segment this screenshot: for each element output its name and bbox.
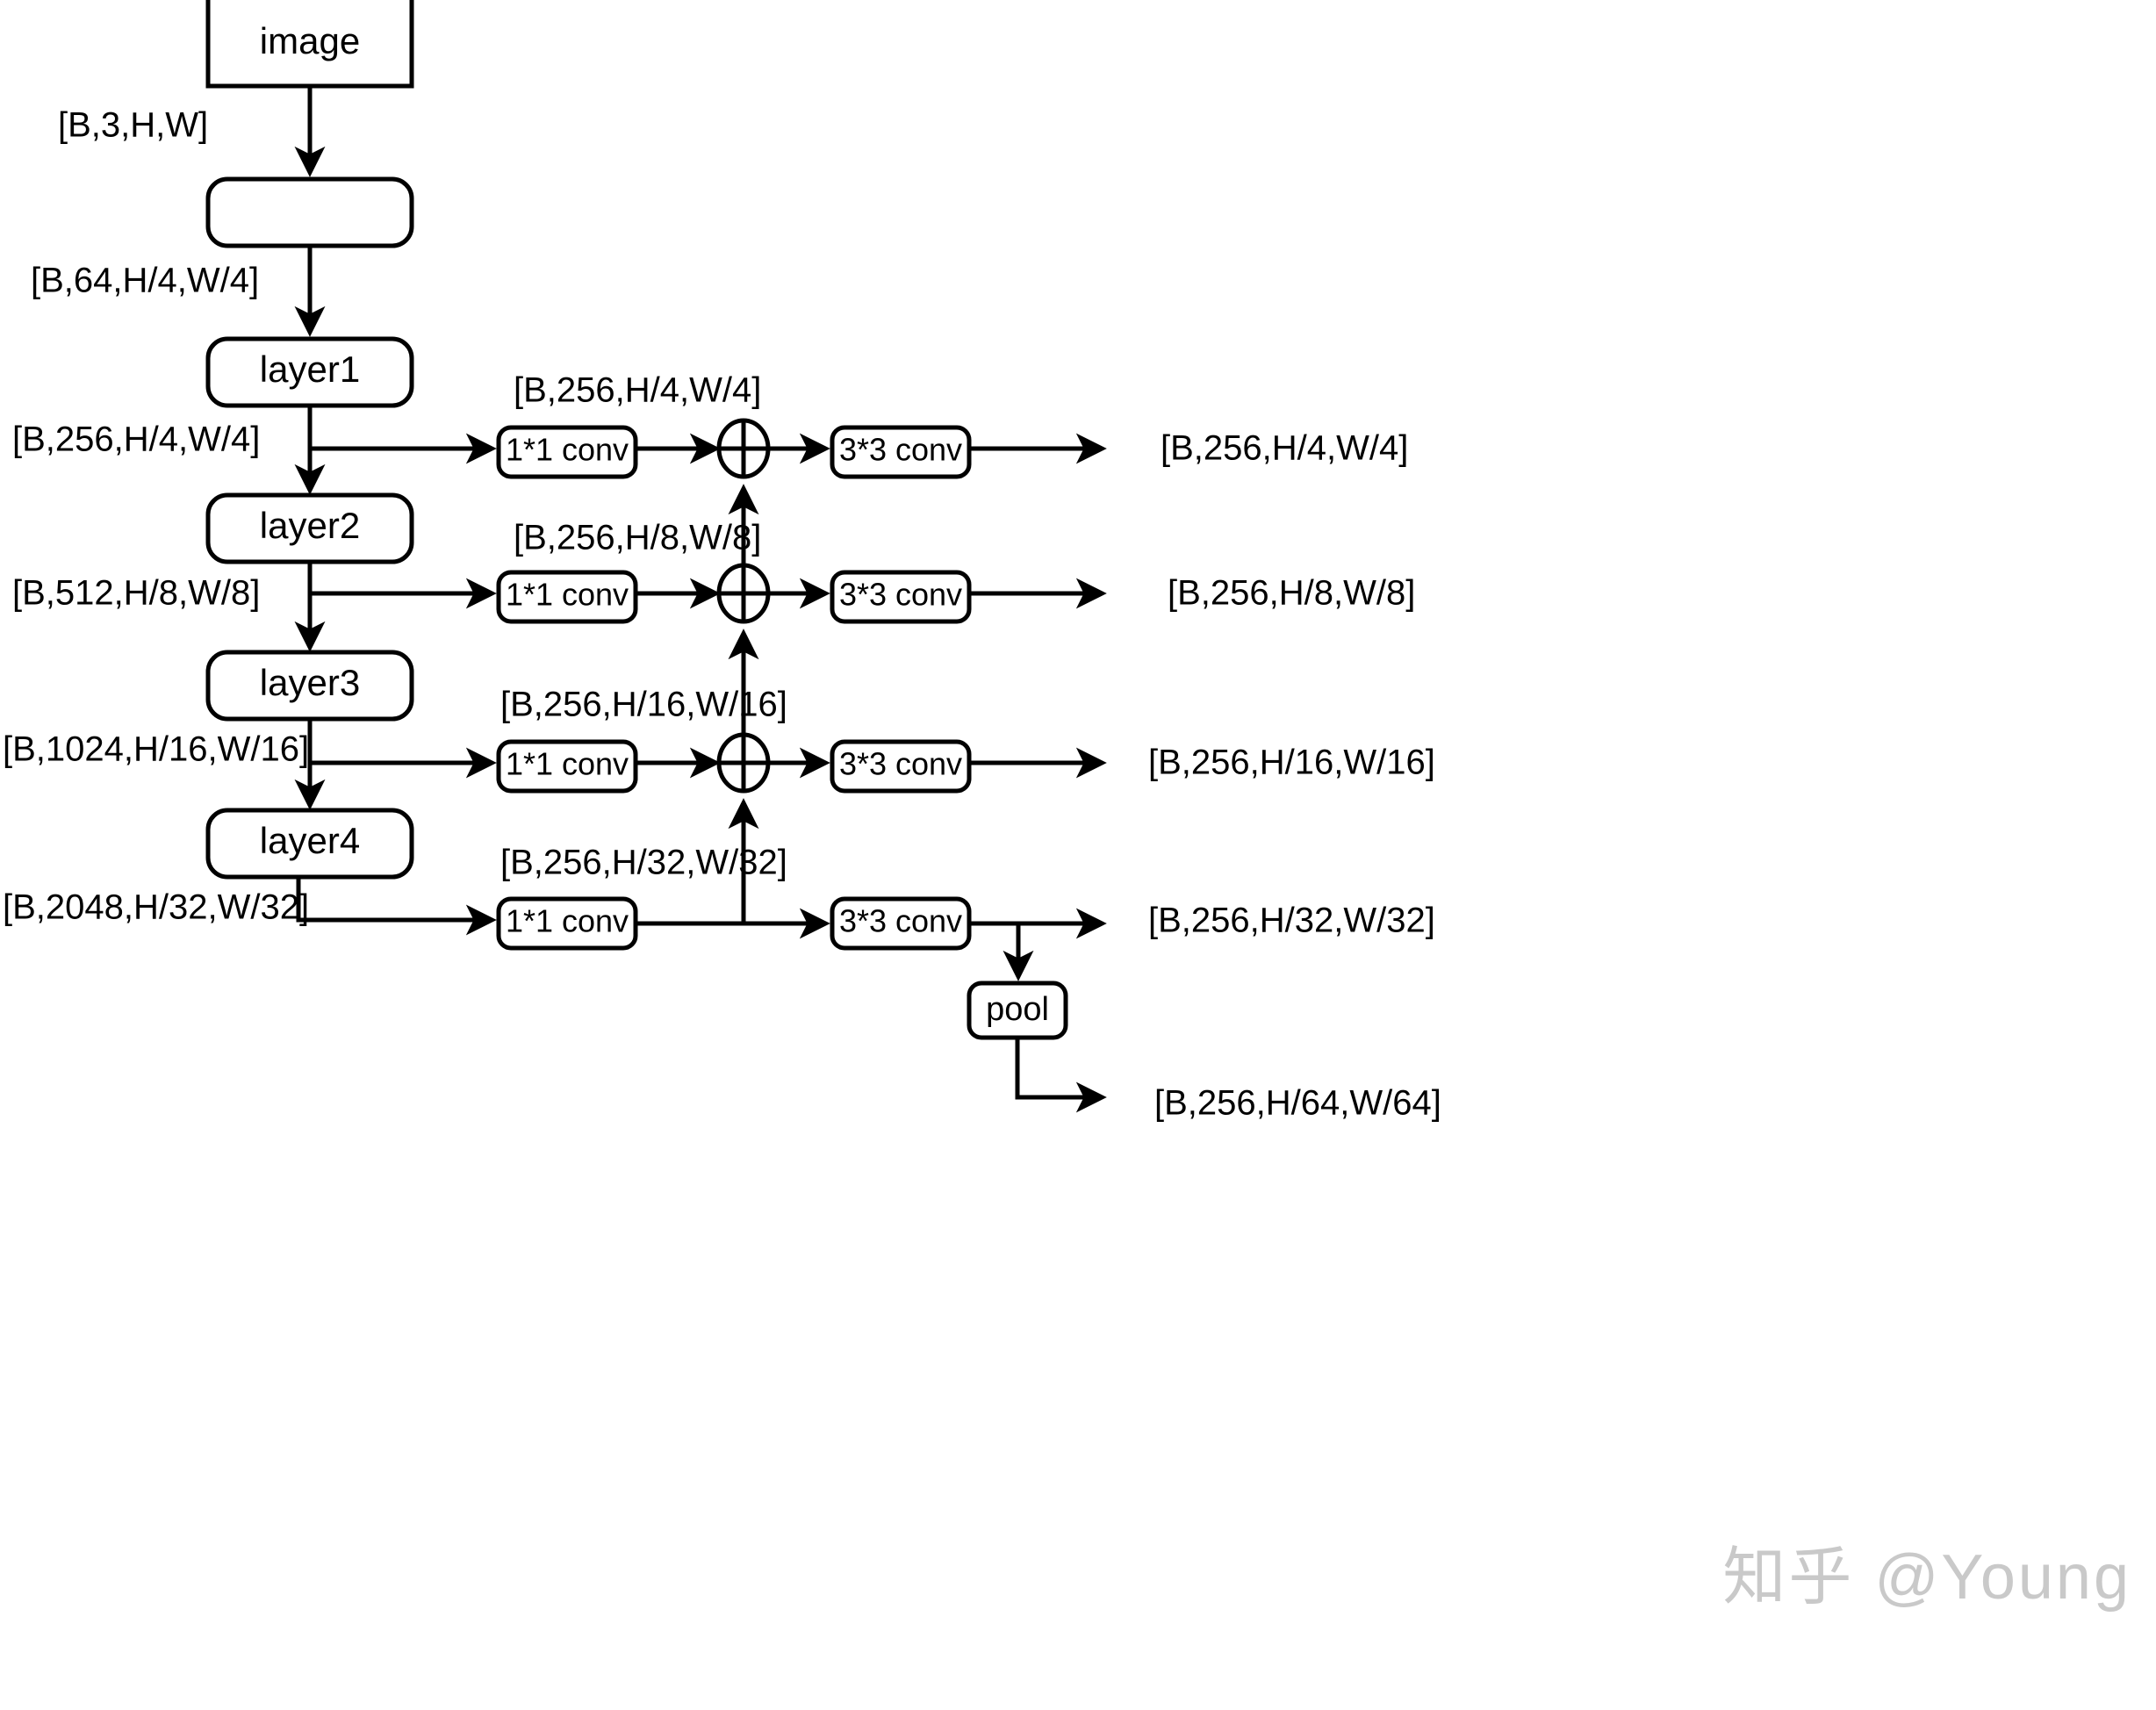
tee-layer4-lateral bbox=[296, 877, 483, 923]
lateral-conv-label-3: 1*1 conv bbox=[506, 746, 629, 782]
output-conv-label-1: 3*3 conv bbox=[839, 432, 962, 468]
node-layer2[interactable]: layer2 bbox=[205, 492, 414, 564]
shape-label-layer4-out: [B,2048,H/32,W/32] bbox=[3, 888, 309, 927]
shape-label-lateral-4: [B,256,H/32,W/32] bbox=[500, 844, 787, 882]
lateral-conv-label-1: 1*1 conv bbox=[506, 432, 629, 468]
edge-pool-to-p6 bbox=[1015, 1038, 1107, 1113]
shape-label-layer2-out: [B,512,H/8,W/8] bbox=[12, 574, 260, 613]
node-layer2-label: layer2 bbox=[260, 505, 360, 546]
merge-op-1[interactable] bbox=[716, 418, 771, 479]
output-conv-label-2: 3*3 conv bbox=[839, 577, 962, 613]
shape-label-output-p4: [B,256,H/16,W/16] bbox=[1148, 744, 1435, 782]
output-conv-box-4[interactable]: 3*3 conv bbox=[830, 896, 972, 951]
node-pool-label: pool bbox=[986, 991, 1049, 1028]
node-layer4[interactable]: layer4 bbox=[205, 808, 414, 880]
shape-label-output-p5: [B,256,H/32,W/32] bbox=[1148, 902, 1435, 940]
node-layer3-label: layer3 bbox=[260, 662, 360, 703]
lateral-conv-label-2: 1*1 conv bbox=[506, 577, 629, 613]
shape-label-lateral-1: [B,256,H/4,W/4] bbox=[514, 371, 761, 410]
lateral-conv-label-4: 1*1 conv bbox=[506, 903, 629, 939]
lateral-conv-box-3[interactable]: 1*1 conv bbox=[496, 739, 638, 794]
node-image[interactable]: image bbox=[205, 0, 414, 89]
output-conv-box-3[interactable]: 3*3 conv bbox=[830, 739, 972, 794]
shape-label-lateral-3: [B,256,H/16,W/16] bbox=[500, 686, 787, 724]
shape-label-stem-out: [B,64,H/4,W/4] bbox=[31, 262, 259, 300]
shape-label-layer1-out: [B,256,H/4,W/4] bbox=[12, 420, 260, 459]
node-stem[interactable] bbox=[205, 176, 414, 248]
output-conv-box-2[interactable]: 3*3 conv bbox=[830, 570, 972, 624]
node-pool[interactable]: pool bbox=[967, 981, 1068, 1040]
node-image-label: image bbox=[260, 20, 360, 61]
merge-op-3[interactable] bbox=[716, 732, 771, 794]
node-layer3[interactable]: layer3 bbox=[205, 650, 414, 722]
output-conv-label-3: 3*3 conv bbox=[839, 746, 962, 782]
node-layer1[interactable]: layer1 bbox=[205, 336, 414, 408]
shape-label-layer3-out: [B,1024,H/16,W/16] bbox=[3, 730, 309, 769]
shape-label-output-p3: [B,256,H/8,W/8] bbox=[1168, 574, 1415, 613]
shape-label-output-p6: [B,256,H/64,W/64] bbox=[1154, 1084, 1441, 1123]
output-conv-label-4: 3*3 conv bbox=[839, 903, 962, 939]
lateral-conv-box-2[interactable]: 1*1 conv bbox=[496, 570, 638, 624]
merge-op-2[interactable] bbox=[716, 563, 771, 624]
shape-label-image-out: [B,3,H,W] bbox=[58, 106, 208, 145]
lateral-conv-box-1[interactable]: 1*1 conv bbox=[496, 425, 638, 479]
node-layer4-label: layer4 bbox=[260, 820, 360, 861]
lateral-conv-box-4[interactable]: 1*1 conv bbox=[496, 896, 638, 951]
shape-label-output-p2: [B,256,H/4,W/4] bbox=[1161, 429, 1408, 468]
shape-label-lateral-2: [B,256,H/8,W/8] bbox=[514, 519, 761, 557]
node-layer1-label: layer1 bbox=[260, 348, 360, 390]
output-conv-box-1[interactable]: 3*3 conv bbox=[830, 425, 972, 479]
